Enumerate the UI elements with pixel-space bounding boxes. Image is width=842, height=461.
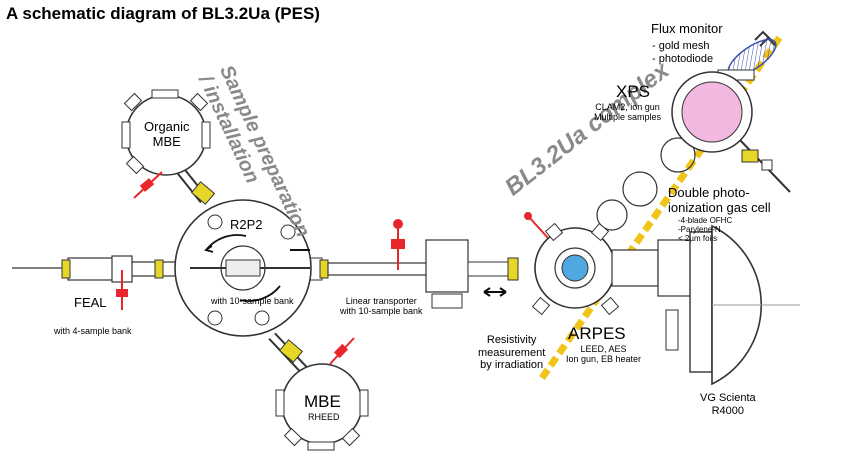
organic-mbe-label: Organic MBE bbox=[144, 119, 190, 150]
organic-mbe-valve bbox=[133, 171, 163, 199]
gas-cell-label: Double photo- ionization gas cell bbox=[668, 185, 771, 216]
flux-item-2: - photodiode bbox=[652, 52, 714, 65]
gas-cell-item-3: < 2µm foils bbox=[678, 234, 718, 244]
arpes-details: LEED, AES Ion gun, EB heater bbox=[566, 344, 641, 365]
organic-mbe-line-1: Organic bbox=[144, 119, 190, 134]
arpes-detail-1: LEED, AES bbox=[580, 344, 627, 354]
xps-detail-2: Multiple samples bbox=[594, 112, 662, 123]
gas-cell-item-2: -Parylene-N bbox=[678, 225, 721, 235]
xps-detail-1: CLAM2, ion gun bbox=[595, 102, 660, 112]
linear-transporter-label: Linear transporter with 10-sample bank bbox=[340, 296, 423, 317]
arpes-chamber bbox=[531, 222, 620, 316]
page-title: A schematic diagram of BL3.2Ua (PES) bbox=[6, 4, 320, 23]
gas-cell-items: -4-blade OFHC -Parylene-N < 2µm foils bbox=[678, 216, 732, 244]
linear-valve bbox=[391, 219, 405, 270]
resistivity-line-1: Resistivity bbox=[486, 334, 537, 346]
analyzer-line-1: VG Scienta bbox=[700, 392, 756, 404]
feal-valve bbox=[116, 270, 128, 310]
analyzer bbox=[611, 224, 800, 386]
transfer-axis bbox=[12, 239, 519, 309]
flux-monitor-items: - gold mesh - photodiode bbox=[652, 40, 713, 65]
flux-monitor-label: Flux monitor bbox=[651, 21, 723, 36]
arpes-label: ARPES bbox=[568, 324, 626, 343]
feal-bank-label: with 4-sample bank bbox=[54, 326, 132, 336]
mbe-chamber bbox=[268, 332, 369, 451]
analyzer-line-2: R4000 bbox=[711, 404, 745, 417]
organic-mbe-chamber bbox=[121, 89, 216, 205]
gas-cell-item-1: -4-blade OFHC bbox=[678, 216, 733, 225]
r2p2-label: R2P2 bbox=[230, 217, 263, 232]
mbe-label: MBE bbox=[304, 392, 341, 411]
gas-cell-line-2: ionization gas cell bbox=[668, 199, 771, 215]
arpes-detail-2: Ion gun, EB heater bbox=[566, 354, 642, 365]
r2p2-chamber bbox=[174, 199, 312, 337]
analyzer-label: VG Scienta R4000 bbox=[700, 392, 756, 417]
linear-line-1: Linear transporter bbox=[345, 296, 417, 306]
resistivity-label: Resistivity measurement by irradiation bbox=[478, 334, 545, 372]
mbe-valve bbox=[329, 337, 355, 365]
feal-label: FEAL bbox=[74, 295, 107, 310]
xps-label: XPS bbox=[616, 82, 651, 101]
linear-line-2: with 10-sample bank bbox=[340, 306, 423, 317]
gas-cell-line-1: Double photo- bbox=[668, 185, 750, 200]
transfer-arrows bbox=[290, 249, 507, 297]
arpes-valve bbox=[524, 212, 549, 239]
mbe-sub-label: RHEED bbox=[308, 412, 340, 422]
flux-item-1: - gold mesh bbox=[652, 40, 710, 52]
gas-cell-chambers bbox=[596, 137, 696, 231]
xps-details: CLAM2, ion gun Multiple samples bbox=[594, 102, 661, 123]
organic-mbe-line-2: MBE bbox=[152, 133, 181, 149]
xps-chamber bbox=[671, 69, 791, 193]
r2p2-bank-label: with 10-sample bank bbox=[211, 296, 294, 306]
resistivity-line-2: measurement bbox=[478, 346, 546, 359]
resistivity-line-3: by irradiation bbox=[480, 359, 544, 372]
